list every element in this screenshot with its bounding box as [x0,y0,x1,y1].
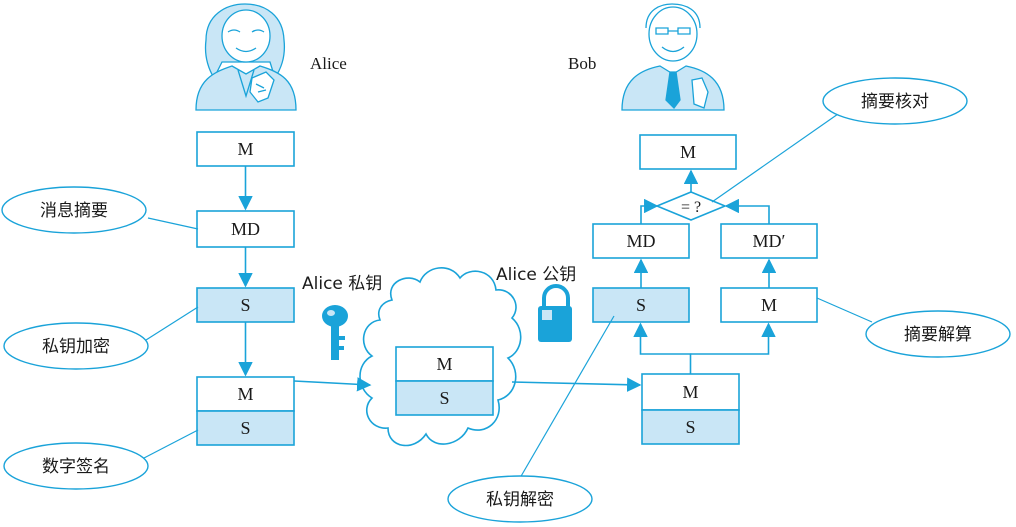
compare-label: = ? [681,199,701,216]
callout-digital-signature [3,442,149,490]
receiver-hash-message-label: M [761,295,777,315]
callout-digest-compute-text: 摘要解算 [904,325,972,345]
callout-private-encrypt [3,322,149,370]
callout-digest-compute [865,310,1011,358]
arrow-digest-to-compare [640,198,659,224]
sender-signature-box [196,287,295,323]
private-key-icon [322,305,348,360]
receiver-result-label: M [680,142,696,162]
callout-private-encrypt-text: 私钥加密 [42,337,110,357]
network-cloud [359,267,522,447]
sender-signature-label: S [240,295,250,315]
sender-message-label: M [237,139,253,159]
receiver-result-box [639,134,737,170]
leader-private-encrypt [145,306,199,341]
alice-label: Alice [310,54,347,73]
channel-message-box [395,346,494,382]
alice-avatar [195,3,297,111]
sender-message-box [196,131,295,167]
receiver-signature-box [592,287,690,323]
receiver-signature-label: S [636,295,646,315]
channel-signature-box [395,380,494,416]
arrow-packet-to-signature [633,322,692,374]
receiver-recomputed-digest-label: MD′ [753,231,786,251]
arrow-sender-to-channel [293,377,372,392]
callout-private-decrypt [447,475,593,523]
arrow-channel-to-receiver [511,377,642,392]
callout-digest-verify [822,77,968,125]
leader-digest-verify [711,113,839,203]
receiver-hash-message-box [720,287,818,323]
sender-digest-label: MD [231,219,260,239]
arrow-recomputed-to-compare [724,198,770,224]
callout-digital-signature-text: 数字签名 [42,457,110,477]
arrow-packet-to-message [690,322,776,355]
callout-private-decrypt-text: 私钥解密 [486,490,554,510]
receiver-packet-message-box [641,373,740,411]
callout-message-digest-text: 消息摘要 [40,201,108,221]
receiver-packet-signature-box [641,409,740,445]
receiver-recomputed-digest-box [720,223,818,259]
leader-private-decrypt [519,315,615,479]
sender-packet-message-label: M [237,384,253,404]
alice-private-key-label: Alice 私钥 [302,274,382,294]
sender-packet-signature-label: S [240,418,250,438]
alice-public-key-label: Alice 公钥 [496,265,576,285]
sender-packet-signature-box [196,410,295,446]
leader-message-digest [147,217,199,230]
receiver-packet-signature-label: S [685,417,695,437]
bob-avatar [621,3,725,111]
bob-label: Bob [568,54,596,73]
receiver-digest-label: MD [626,231,655,251]
leader-digest-compute [816,297,873,323]
channel-message-label: M [436,354,452,374]
callout-message-digest [1,186,147,234]
callout-digest-verify-text: 摘要核对 [861,92,929,112]
channel-signature-label: S [439,388,449,408]
leader-digital-signature [143,429,199,459]
public-lock-icon [538,284,572,342]
receiver-packet-message-label: M [682,382,698,402]
